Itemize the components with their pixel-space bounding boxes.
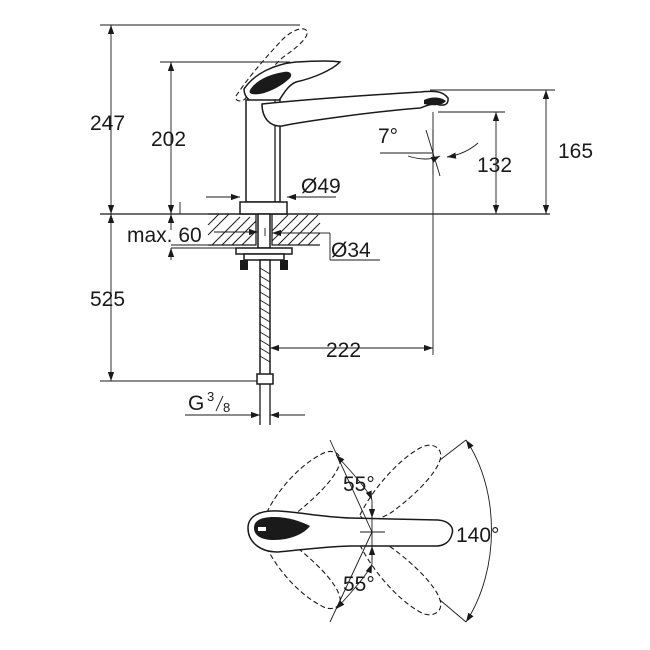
mounting-nut bbox=[243, 253, 285, 261]
lever-handle-top bbox=[247, 510, 454, 553]
supply-hose bbox=[256, 259, 274, 425]
dim-base-diameter: Ø49 bbox=[301, 175, 341, 198]
dim-max-deck: max. 60 bbox=[127, 224, 202, 247]
spout-outlet bbox=[424, 97, 446, 106]
dim-thread-numerator: 3 bbox=[207, 389, 214, 404]
dim-outlet-clearance: 132 bbox=[477, 154, 512, 177]
faucet-base bbox=[239, 201, 288, 215]
dim-spout-height: 202 bbox=[151, 128, 186, 151]
handle-raised-outline bbox=[235, 28, 308, 102]
dimension-lines bbox=[107, 25, 550, 419]
mounting-bolt-right bbox=[280, 260, 288, 270]
mounting-bolt-left bbox=[240, 260, 248, 270]
dim-total-height: 247 bbox=[90, 112, 125, 135]
lever-indicator bbox=[258, 527, 266, 531]
dim-swivel-down: 55° bbox=[343, 573, 375, 596]
mounting-plate bbox=[235, 247, 293, 255]
top-view-labels: 55° 55° 140° bbox=[343, 473, 499, 596]
top-view bbox=[247, 439, 492, 623]
dim-outlet-height: 165 bbox=[558, 140, 593, 163]
dim-hole-diameter: Ø34 bbox=[331, 239, 371, 262]
dim-thread-g: G bbox=[188, 392, 204, 415]
dim-spout-reach: 222 bbox=[326, 339, 361, 362]
spout bbox=[261, 90, 449, 127]
dim-swivel-total: 140° bbox=[456, 524, 499, 547]
dimension-labels: 247 202 165 132 525 222 7° Ø49 Ø34 max. … bbox=[90, 112, 593, 415]
dim-below-deck: 525 bbox=[90, 288, 125, 311]
lever-handle-shade bbox=[249, 71, 292, 95]
dim-thread-denominator: 8 bbox=[223, 400, 230, 415]
lever-handle-top-shade bbox=[254, 517, 310, 540]
mounting-shank bbox=[257, 213, 271, 249]
dim-swivel-up: 55° bbox=[343, 473, 375, 496]
dim-spout-angle: 7° bbox=[378, 125, 398, 148]
